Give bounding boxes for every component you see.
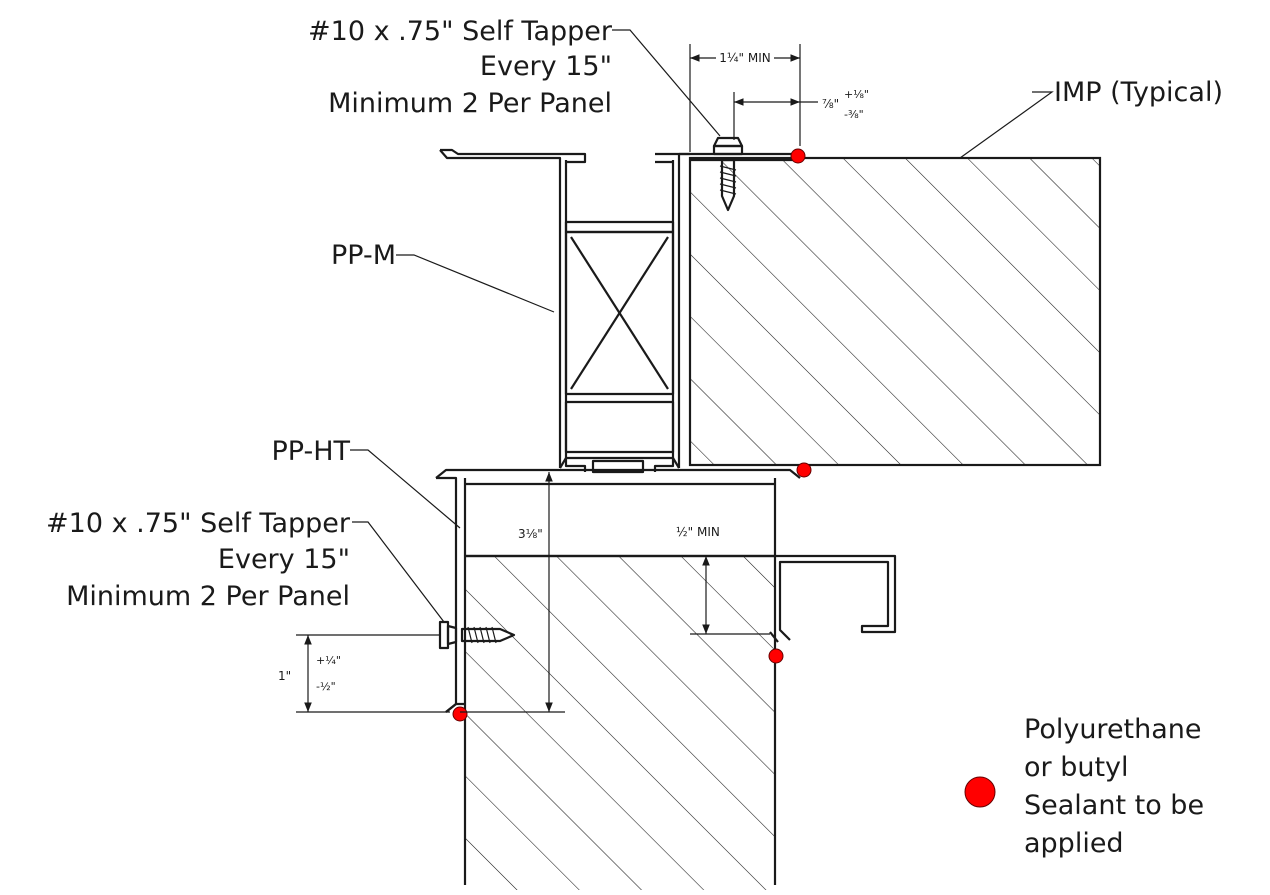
callout-top-screw: #10 x .75" Self Tapper Every 15" Minimum… [308,16,613,119]
callout-left-screw-line2: Every 15" [218,544,350,575]
dim-height-label: 3⅛" [518,527,543,541]
dim-edge-minus: -⅜" [844,108,864,121]
top-screw [712,136,744,212]
legend-line-4: applied [1024,828,1124,859]
sealant-dot-right [768,648,784,664]
sealant-dot-top [790,148,806,164]
pp-ht-profile [435,468,897,713]
dim-half-min-label: ½" MIN [676,525,720,539]
dim-top-min-label: 1¼" MIN [719,51,770,65]
legend-line-1: Polyurethane [1024,714,1202,745]
legend-sealant-marker [964,776,996,808]
dim-left-plus: +¼" [316,654,341,667]
dim-left-main: 1" [278,669,291,683]
callout-left-screw: #10 x .75" Self Tapper Every 15" Minimum… [46,508,351,612]
callout-left-screw-line1: #10 x .75" Self Tapper [46,508,351,539]
dim-edge-main: ⅞" [822,97,839,111]
callout-imp: IMP (Typical) [1054,77,1223,108]
dim-left-minus: -½" [316,680,336,693]
left-screw [438,620,516,650]
dimension-edge: ⅞" +⅛" -⅜" [733,88,869,140]
legend-line-3: Sealant to be [1024,790,1204,821]
sealant-dot-left [452,706,468,722]
callout-top-screw-line1: #10 x .75" Self Tapper [308,16,613,47]
sealant-dot-mid [796,462,812,478]
dim-edge-plus: +⅛" [844,88,869,101]
callout-pp-ht: PP-HT [271,436,350,467]
legend-line-2: or butyl [1024,752,1129,783]
callout-left-screw-line3: Minimum 2 Per Panel [66,581,350,612]
lower-imp-panel [463,554,777,890]
leader-lines [350,29,1054,623]
callout-top-screw-line3: Minimum 2 Per Panel [328,88,612,119]
legend: Polyurethane or butyl Sealant to be appl… [964,714,1204,859]
pp-m-profile [439,148,802,474]
dimension-left: 1" +¼" -½" [278,634,450,713]
dimension-half-min: ½" MIN [676,525,770,635]
dimension-top-min: 1¼" MIN [689,44,801,152]
upper-imp-panel [688,156,1102,467]
dimension-height: 3⅛" [460,472,565,713]
callout-top-screw-line2: Every 15" [480,51,612,82]
callout-pp-m: PP-M [331,240,396,271]
